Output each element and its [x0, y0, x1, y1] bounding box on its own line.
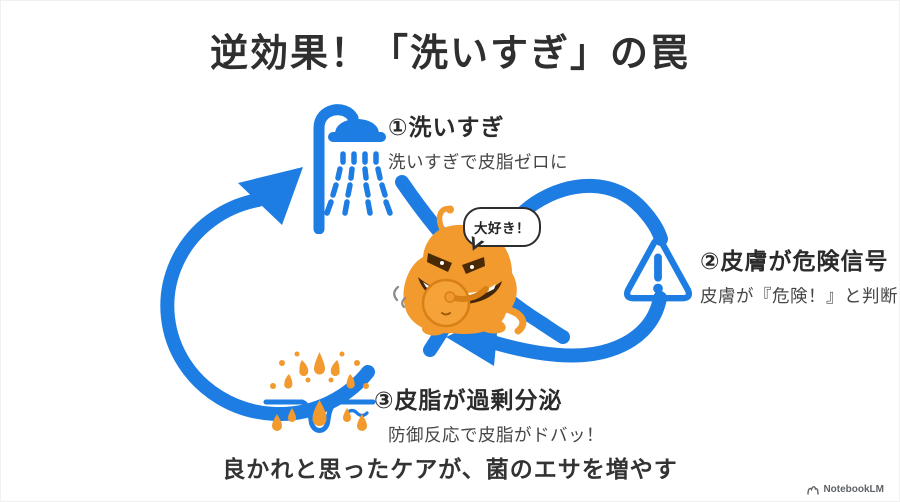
speech-bubble-text: 大好き！: [474, 221, 530, 236]
step-2-description: 皮膚が『危険！』と判断: [700, 286, 898, 306]
page-title: 逆効果！「洗いすぎ」の罠: [209, 33, 690, 75]
footer-message: 良かれと思ったケアが、菌のエサを増やす: [222, 456, 678, 482]
step-1-description: 洗いすぎで皮脂ゼロに: [388, 152, 568, 172]
step-3-description: 防御反応で皮脂がドバッ！: [388, 425, 604, 445]
sebum-burst-icon: [263, 351, 376, 433]
step-3-label: ③皮脂が過剰分泌: [374, 387, 563, 413]
step-3-excess-sebum: ③皮脂が過剰分泌 防御反応で皮脂がドバッ！: [374, 381, 604, 447]
notebooklm-watermark: NotebookLM: [807, 484, 884, 495]
shower-icon: [313, 104, 393, 234]
arrowhead-to-step3: [446, 312, 499, 366]
speech-bubble: 大好き！: [463, 207, 541, 247]
step-2-skin-danger-signal: ②皮膚が危険信号 皮膚が『危険！』と判断: [700, 242, 898, 308]
warning-triangle-icon: [623, 236, 693, 302]
arrowhead-to-step1: [238, 167, 303, 225]
step-2-label: ②皮膚が危険信号: [700, 248, 889, 274]
step-1-label: ①洗いすぎ: [388, 114, 505, 140]
watermark-label: NotebookLM: [823, 484, 884, 495]
step-1-overwashing: ①洗いすぎ 洗いすぎで皮脂ゼロに: [388, 108, 568, 174]
notebooklm-logo-icon: [807, 485, 820, 495]
